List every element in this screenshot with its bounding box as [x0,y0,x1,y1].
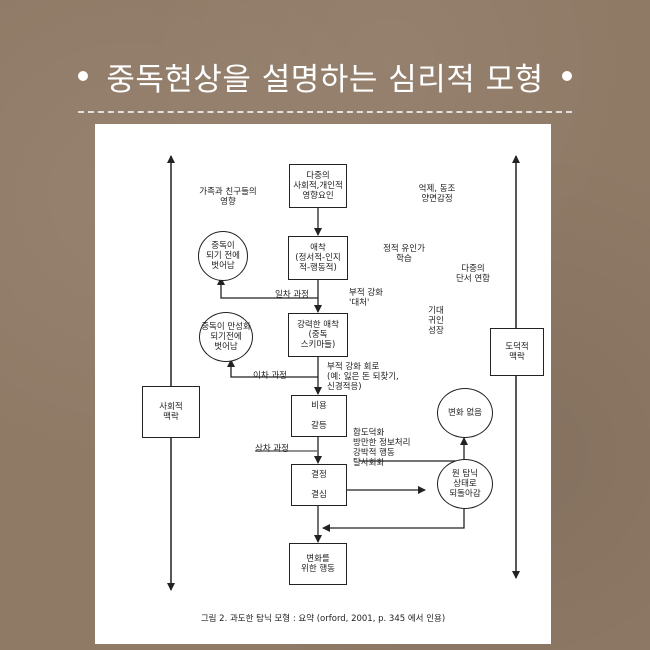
escape-before-addiction-circle: 중독이 되기 전에 벗어남 [198,231,248,281]
third-process-label: 삼차 과정 [255,444,289,454]
moral-context-box: 도덕적 맥락 [490,328,544,376]
cost-conflict-box: 비용 갈등 [291,395,347,437]
neg-loop-label: 부적 강화 회로 (예: 잃은 돈 되찾기, 신경적응) [327,362,399,392]
behavior-change-box: 변화를 위한 행동 [289,543,347,585]
neg-reinforce-label: 부적 강화 '대처' [349,288,383,308]
first-process-label: 일차 과정 [275,290,309,300]
no-change-circle: 변화 없음 [437,388,493,438]
conflict-list-label: 합도덕화 방만한 정보처리 강박적 행동 탈사회화 [353,428,411,468]
figure-caption: 그림 2. 과도한 탐닉 모형 : 요약 (orford, 2001, p. 3… [200,614,446,624]
family-friends-label: 가족과 친구들의 영향 [199,187,257,207]
decision-box: 결정 결심 [291,464,347,506]
bullet-dot-left [78,71,89,81]
social-context-box: 사회적 맥락 [142,386,200,438]
restraint-label: 억제, 동조 양면감정 [418,184,456,204]
relapse-circle: 원 탐닉 상태로 되돌아감 [437,459,493,509]
positive-learning-label: 정적 유인가 학습 [383,244,425,264]
title-bar: 중독현상을 설명하는 심리적 모형 [0,50,650,102]
expect-label: 기대 귀인 성장 [428,306,444,336]
bullet-dot-right [561,71,572,81]
page-title: 중독현상을 설명하는 심리적 모형 [106,61,544,98]
arrow-second-process [227,359,318,378]
arrow-first-process [217,277,318,299]
multiple-cues-label: 다중의 단서 연합 [456,264,490,284]
multiple-factors-box: 다중의 사회적,개인적 영향요인 [289,164,347,208]
arrow-relapse-loop [322,509,465,532]
strong-appetite-box: 강력한 애착 (중독 스키마들) [288,313,348,357]
diagram-figure: 사회적 맥락 도덕적 맥락 다중의 사회적,개인적 영향요인 애착 (정서적-인… [95,124,551,644]
title-divider [78,111,572,113]
appetite-box: 애착 (정서적-인지 적-행동적) [288,236,348,280]
escape-before-chronic-circle: 중독이 만성화 되기전에 벗어남 [199,312,253,362]
second-process-label: 이차 과정 [253,371,287,381]
